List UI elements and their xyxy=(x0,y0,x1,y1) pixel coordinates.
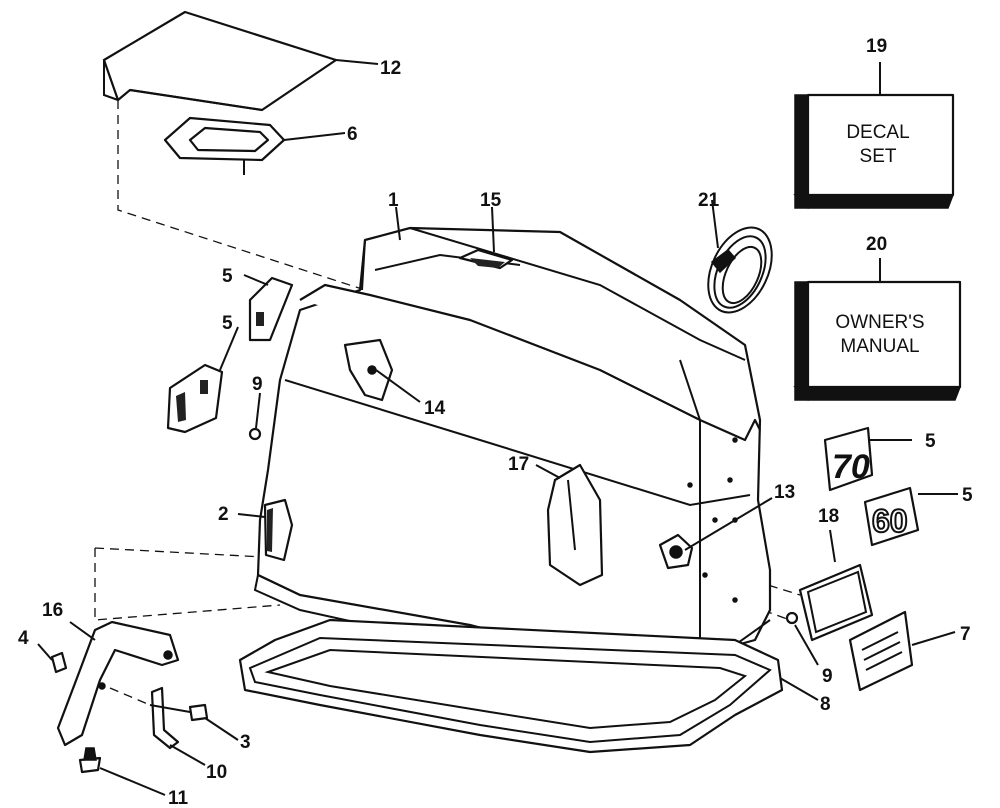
decal-part-14 xyxy=(343,338,394,402)
leader-lines xyxy=(37,59,958,796)
callout-7: 7 xyxy=(960,624,971,645)
callout-labels: 12 6 1 15 21 19 20 5 5 9 14 17 2 13 18 5… xyxy=(18,36,973,808)
decal-set-label-line2: SET xyxy=(860,146,897,167)
callout-5-decal-60: 5 xyxy=(962,485,973,506)
callout-3: 3 xyxy=(240,732,251,753)
bracket-part-5-lower xyxy=(166,363,224,434)
callout-20: 20 xyxy=(866,234,887,255)
callout-12: 12 xyxy=(380,58,401,79)
grommet-part-13 xyxy=(658,533,694,570)
clip-part-10 xyxy=(150,686,180,750)
seal-part-8 xyxy=(238,618,784,754)
callout-2: 2 xyxy=(218,504,229,525)
callout-5-decal-70: 5 xyxy=(925,431,936,452)
plug-part-11 xyxy=(78,747,102,774)
decal-set-label-line1: DECAL xyxy=(846,122,909,143)
callout-10: 10 xyxy=(206,762,227,783)
owners-manual-label-line2: MANUAL xyxy=(840,336,919,357)
callout-4: 4 xyxy=(18,628,29,649)
screw-part-9-right xyxy=(785,611,799,625)
callout-15: 15 xyxy=(480,190,502,211)
clip-part-4 xyxy=(50,651,68,674)
owners-manual-label-line1: OWNER'S xyxy=(835,312,924,333)
callout-6: 6 xyxy=(347,124,358,145)
callout-1: 1 xyxy=(388,190,399,211)
callout-8: 8 xyxy=(820,694,831,715)
screw-part-3 xyxy=(149,703,209,722)
owners-manual-box-part-20 xyxy=(793,280,962,401)
callout-16: 16 xyxy=(42,600,63,621)
box-labels: DECAL SET OWNER'S MANUAL xyxy=(835,122,924,357)
callout-14: 14 xyxy=(424,398,446,419)
seal-ring-part-6 xyxy=(163,116,286,175)
callout-17: 17 xyxy=(508,454,529,475)
decal-lettering: 70 60 xyxy=(832,448,909,540)
decal-part-7 xyxy=(848,610,914,692)
callout-9-left: 9 xyxy=(252,374,263,395)
top-cover-part-12 xyxy=(102,10,338,112)
latch-part-15 xyxy=(458,248,514,270)
callout-19: 19 xyxy=(866,36,887,57)
plate-part-18 xyxy=(798,563,874,642)
bracket-part-16 xyxy=(56,620,180,747)
screw-part-9-left xyxy=(248,427,262,441)
bracket-part-5-upper xyxy=(248,276,294,342)
callout-18: 18 xyxy=(818,506,839,527)
callout-13: 13 xyxy=(774,482,795,503)
decal-70-part-5 xyxy=(823,426,874,492)
cord-part-21 xyxy=(707,226,773,314)
callout-11: 11 xyxy=(168,788,189,808)
decal-part-17 xyxy=(546,463,604,587)
decal-70-text: 70 xyxy=(832,448,870,486)
decal-part-2 xyxy=(263,498,294,562)
callout-5-lower: 5 xyxy=(222,313,233,334)
decal-60-text: 60 xyxy=(872,503,908,539)
callout-21: 21 xyxy=(698,190,720,211)
callout-9-right: 9 xyxy=(822,666,833,687)
decal-60-part-5 xyxy=(863,486,920,547)
decal-set-box-part-19 xyxy=(793,93,955,209)
callout-5-upper: 5 xyxy=(222,266,233,287)
